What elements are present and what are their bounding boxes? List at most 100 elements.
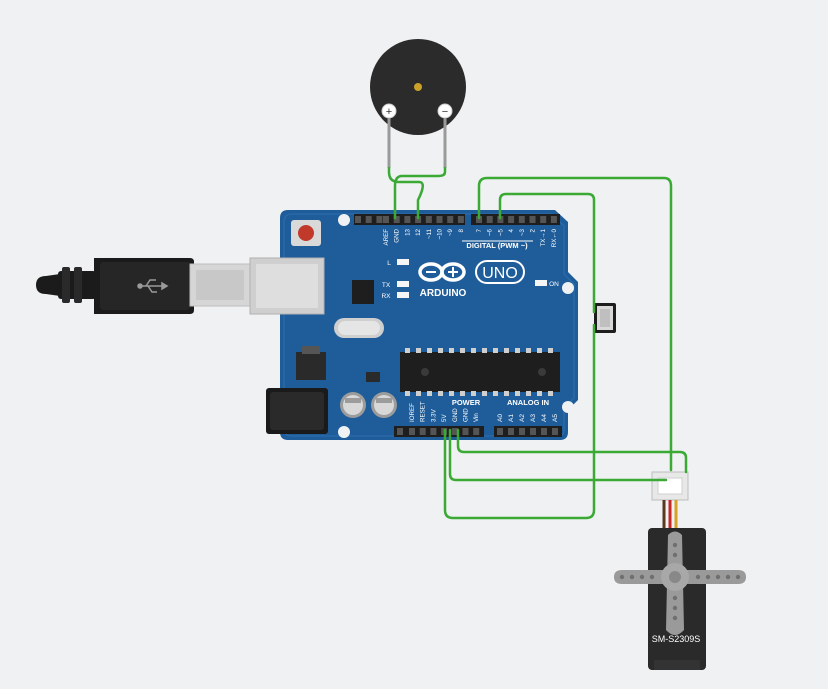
pin-hole[interactable] bbox=[404, 216, 411, 223]
svg-text:+: + bbox=[386, 106, 392, 118]
chip-pin bbox=[416, 348, 421, 353]
pin-hole[interactable] bbox=[397, 428, 403, 435]
pin-hole[interactable] bbox=[425, 216, 432, 223]
chip-pin bbox=[526, 348, 531, 353]
pin-hole[interactable] bbox=[430, 428, 437, 435]
pin-hole[interactable] bbox=[473, 428, 480, 435]
analog-pin-label: A5 bbox=[552, 414, 559, 422]
pin-hole[interactable] bbox=[462, 428, 469, 435]
pin-hole[interactable] bbox=[497, 216, 504, 223]
chip-pin bbox=[471, 348, 476, 353]
pin-hole[interactable] bbox=[508, 428, 514, 435]
chip-pin bbox=[548, 348, 553, 353]
crystal-oscillator bbox=[334, 318, 384, 338]
analog-pin-label: A3 bbox=[530, 414, 537, 422]
wire-5v-to-servo-power[interactable] bbox=[448, 428, 668, 482]
horn-hole bbox=[672, 552, 678, 558]
power-pin-label: 3.3V bbox=[430, 408, 437, 422]
usb-cable[interactable] bbox=[36, 258, 251, 314]
digital-pin-label: 13 bbox=[404, 228, 411, 235]
pin-hole[interactable] bbox=[552, 428, 558, 435]
wire-buzzer-plus-to-pin13[interactable] bbox=[387, 166, 424, 220]
chip-pin bbox=[515, 391, 520, 396]
pin-hole[interactable] bbox=[415, 216, 422, 223]
pin-hole[interactable] bbox=[393, 216, 400, 223]
voltage-regulator bbox=[296, 346, 326, 380]
digital-pin-label: 2 bbox=[530, 228, 537, 232]
chip-pin bbox=[416, 391, 421, 396]
wire-pin7-to-servo-signal[interactable] bbox=[477, 176, 673, 472]
chip-pin bbox=[427, 391, 432, 396]
power-pin-label: GND bbox=[463, 408, 470, 422]
analog-pin-label: A0 bbox=[497, 414, 504, 422]
pin-hole[interactable] bbox=[447, 216, 454, 223]
power-pin-label: RESET bbox=[420, 401, 427, 422]
horn-hole bbox=[715, 574, 721, 580]
pin-hole[interactable] bbox=[530, 428, 536, 435]
digital-pin-label: AREF bbox=[383, 229, 390, 246]
pin-hole[interactable] bbox=[508, 216, 515, 223]
chip-pin bbox=[537, 348, 542, 353]
wire-buzzer-minus-to-gnd[interactable] bbox=[393, 166, 447, 220]
analog-pin-label: A2 bbox=[519, 414, 526, 422]
piezo-buzzer[interactable]: + − bbox=[370, 39, 466, 168]
chip-pin bbox=[537, 391, 542, 396]
arduino-uno-board[interactable]: L TX RX ON ARDUINO UNO bbox=[249, 210, 578, 440]
svg-text:−: − bbox=[442, 106, 448, 118]
capacitor bbox=[340, 392, 366, 418]
pin-hole[interactable] bbox=[529, 216, 536, 223]
svg-text:UNO: UNO bbox=[482, 265, 518, 282]
pin-hole[interactable] bbox=[497, 428, 503, 435]
pin-hole[interactable] bbox=[365, 216, 372, 223]
pin-hole[interactable] bbox=[409, 428, 415, 435]
pin-hole[interactable] bbox=[436, 216, 443, 223]
chip-pin bbox=[504, 348, 509, 353]
pin-hole[interactable] bbox=[355, 216, 361, 223]
push-button[interactable] bbox=[594, 303, 616, 333]
pin-hole[interactable] bbox=[486, 216, 493, 223]
pin-hole[interactable] bbox=[541, 428, 547, 435]
chip-pin bbox=[471, 391, 476, 396]
power-pin-label: Vin bbox=[473, 413, 480, 422]
chip-pin bbox=[504, 391, 509, 396]
chip-pin bbox=[405, 391, 410, 396]
digital-pin-label: ~5 bbox=[497, 228, 504, 236]
wire-gnd-to-servo-ground[interactable] bbox=[456, 428, 688, 474]
pin-hole[interactable] bbox=[419, 428, 426, 435]
pin-hole[interactable] bbox=[540, 216, 547, 223]
analog-header[interactable] bbox=[494, 426, 562, 437]
chip-pin bbox=[449, 391, 454, 396]
horn-hole bbox=[619, 574, 625, 580]
pin-hole[interactable] bbox=[383, 216, 389, 223]
analog-label: ANALOG IN bbox=[507, 398, 549, 407]
pin-hole[interactable] bbox=[451, 428, 458, 435]
pin-hole[interactable] bbox=[376, 216, 383, 223]
power-label: POWER bbox=[452, 398, 481, 407]
wire-pin5-to-button[interactable] bbox=[498, 192, 596, 314]
horn-hole bbox=[629, 574, 635, 580]
pin-hole[interactable] bbox=[519, 428, 525, 435]
digital-pin-label: ~9 bbox=[447, 228, 454, 236]
digital-pin-label: ~6 bbox=[487, 228, 494, 236]
pin-hole[interactable] bbox=[550, 216, 557, 223]
digital-pin-label: 12 bbox=[415, 228, 422, 235]
wire-gnd-to-button[interactable] bbox=[443, 323, 596, 520]
servo-model: SM-S2309S bbox=[652, 634, 701, 644]
chip-pin bbox=[449, 348, 454, 353]
servo-motor[interactable]: SM-S2309S bbox=[614, 471, 746, 670]
power-pin-label: IOREF bbox=[409, 403, 416, 422]
chip-pin bbox=[438, 348, 443, 353]
chip-pin bbox=[460, 391, 465, 396]
chip-pin bbox=[515, 348, 520, 353]
pin-hole[interactable] bbox=[476, 216, 482, 223]
pin-hole[interactable] bbox=[518, 216, 525, 223]
pin-hole[interactable] bbox=[457, 216, 464, 223]
horn-hole bbox=[672, 595, 678, 601]
chip-pin bbox=[460, 348, 465, 353]
chip-pin bbox=[482, 391, 487, 396]
power-header[interactable] bbox=[394, 426, 484, 437]
power-pin-label: GND bbox=[452, 408, 459, 422]
digital-header-right[interactable] bbox=[471, 214, 560, 225]
reset-button[interactable] bbox=[291, 220, 321, 246]
